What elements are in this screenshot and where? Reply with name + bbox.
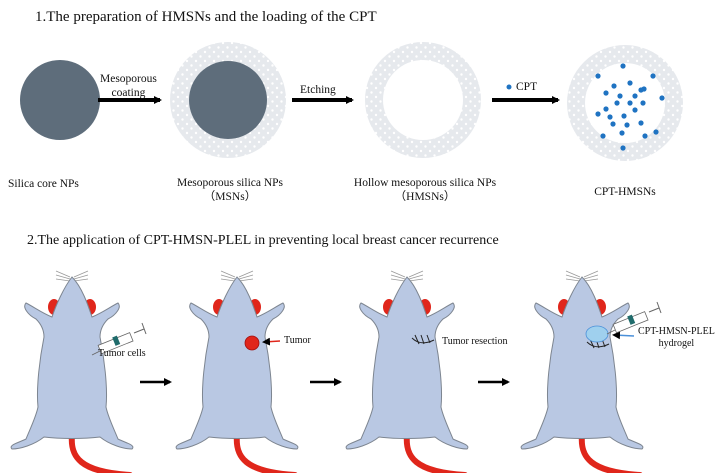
annotation-hydrogel-line2: hydrogel: [658, 338, 695, 349]
step-label-msn-line1: Mesoporous silica NPs: [176, 177, 284, 189]
mouse-step2: [176, 271, 298, 473]
section1-title: 1.The preparation of HMSNs and the loadi…: [35, 9, 377, 25]
cpt-drug-dot: [653, 129, 659, 135]
cpt-drug-dot: [640, 100, 646, 106]
step-label-cpt-hmsn: CPT-HMSNs: [594, 186, 656, 198]
arrow-coating-label-line1: Mesoporous: [100, 73, 157, 85]
cpt-drug-dot: [619, 130, 625, 136]
step-label-hmsn-line2: （HMSNs）: [394, 191, 456, 203]
annotation-tumor-resection: Tumor resection: [442, 336, 508, 347]
arrow-coating-label: Mesoporous coating: [100, 72, 157, 100]
cpt-drug-dot: [632, 107, 638, 113]
cpt-drug-dot: [659, 95, 665, 101]
hmsn-hollow: [383, 60, 463, 140]
step-label-msn: Mesoporous silica NPs （MSNs）: [150, 176, 310, 204]
mouse-step4: [521, 271, 643, 473]
cpt-drug-dot: [595, 73, 601, 79]
arrow-cpt-label: CPT: [516, 81, 538, 93]
tumor-mass: [244, 335, 260, 351]
silica-core-particle: [20, 60, 100, 140]
cpt-legend-dot: [506, 84, 512, 90]
annotation-hydrogel-line1: CPT-HMSN-PLEL: [638, 326, 715, 337]
cpt-drug-dot: [603, 90, 609, 96]
cpt-drug-dot: [620, 63, 626, 69]
cpt-drug-dot: [607, 114, 613, 120]
cpt-drug-dot: [617, 93, 623, 99]
cpt-drug-dot: [621, 113, 627, 119]
hydrogel-pointer-arrow: [612, 331, 635, 340]
cpt-drug-dot: [611, 83, 617, 89]
annotation-hydrogel: CPT-HMSN-PLEL hydrogel: [638, 326, 715, 350]
cpt-drug-dot: [632, 93, 638, 99]
mouse-step3: [346, 271, 468, 473]
cpt-drug-dot: [627, 100, 633, 106]
cpt-drug-dot: [642, 133, 648, 139]
arrow-etching-label: Etching: [300, 84, 336, 96]
step-label-silica-core: Silica core NPs: [8, 178, 79, 190]
arrow-coating-label-line2: coating: [111, 87, 146, 99]
annotation-tumor-cells: Tumor cells: [98, 348, 146, 359]
cpt-drug-dot: [595, 111, 601, 117]
suture-stitches: [411, 334, 435, 345]
cpt-drug-dot: [638, 120, 644, 126]
cpt-drug-dot: [620, 145, 626, 151]
cpt-drug-dot: [624, 122, 630, 128]
msn-core: [189, 61, 267, 139]
step-label-hmsn: Hollow mesoporous silica NPs （HMSNs）: [335, 176, 515, 204]
hydrogel-deposit: [585, 325, 609, 343]
step-label-hmsn-line1: Hollow mesoporous silica NPs: [353, 177, 497, 189]
cpt-drug-dot: [638, 87, 644, 93]
cpt-hmsn-hollow: [585, 63, 665, 143]
section2-title: 2.The application of CPT-HMSN-PLEL in pr…: [27, 233, 499, 248]
cpt-drug-dots: [595, 63, 665, 151]
cpt-drug-dot: [610, 121, 616, 127]
cpt-drug-dot: [650, 73, 656, 79]
tumor-pointer-arrow: [262, 337, 281, 346]
cpt-drug-dot: [627, 80, 633, 86]
step-label-msn-line2: （MSNs）: [203, 191, 257, 203]
annotation-tumor: Tumor: [284, 335, 311, 346]
cpt-drug-dot: [600, 133, 606, 139]
mouse-step1: [11, 271, 133, 473]
cpt-drug-dot: [603, 106, 609, 112]
cpt-drug-dot: [614, 100, 620, 106]
